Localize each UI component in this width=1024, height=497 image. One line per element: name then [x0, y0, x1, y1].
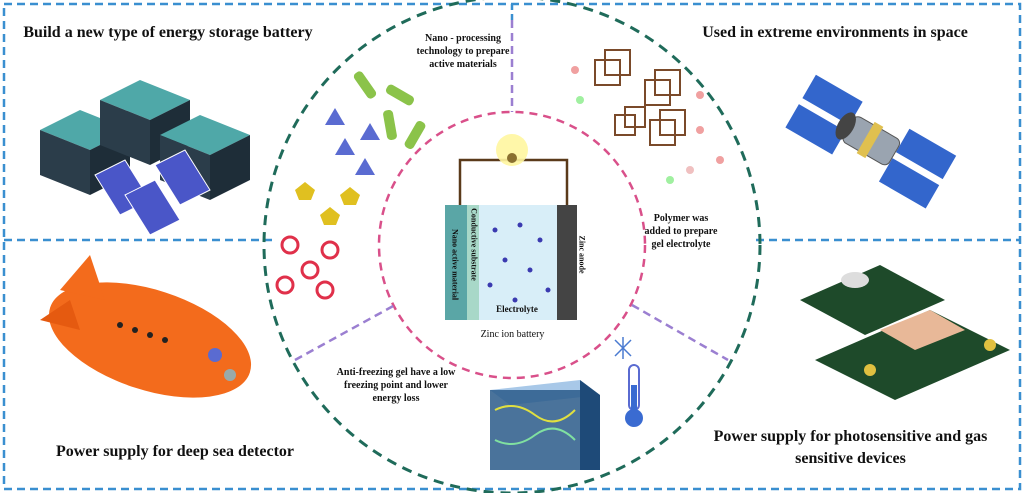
label-nano-processing: Nano - processing technology to prepare …: [416, 33, 510, 70]
solar-panels-illustration: [94, 149, 211, 236]
polymer-structure-illustration: [594, 49, 686, 146]
radial-divider-bottom-right: [631, 303, 729, 362]
label-photosensitive-devices: Power supply for photosensitive and gas …: [713, 428, 988, 467]
electrolyte-region: [479, 205, 557, 320]
satellite-illustration: [784, 73, 958, 210]
circuit-boards-illustration: [800, 265, 1010, 400]
inner-circle: [377, 110, 647, 380]
outer-circle: [262, 0, 762, 495]
label-anti-freezing-gel: Anti-freezing gel have a low freezing po…: [336, 367, 456, 404]
label-space-environments: Used in extreme environments in space: [702, 24, 968, 41]
conductive-substrate-layer: [467, 205, 479, 320]
submarine-illustration: [40, 255, 252, 398]
nano-particles-illustration: [275, 71, 426, 300]
zinc-anode-layer: [557, 205, 577, 320]
zinc-ion-battery-illustration: [445, 134, 577, 320]
label-zinc-anode: Zinc anode: [577, 235, 587, 274]
label-polymer-gel: Polymer was added to prepare gel electro…: [644, 213, 718, 250]
label-nano-active-material: Nano active material: [450, 228, 460, 301]
polymer-dots: [571, 66, 724, 184]
light-bulb-glow: [496, 134, 528, 166]
server-racks-illustration: [40, 80, 250, 200]
cathode-layer: [445, 205, 467, 320]
thermometer-icon: [625, 364, 643, 427]
radial-divider-bottom-left: [294, 303, 396, 362]
gel-cube-illustration: [490, 380, 600, 470]
label-conductive-substrate: Conductive substrate: [469, 208, 479, 281]
label-deep-sea-detector: Power supply for deep sea detector: [55, 443, 295, 460]
label-electrolyte: Electrolyte: [496, 304, 538, 314]
snowflake-icon: [614, 337, 632, 359]
label-zinc-ion-battery: Zinc ion battery: [480, 329, 545, 340]
label-energy-storage: Build a new type of energy storage batte…: [23, 24, 313, 41]
